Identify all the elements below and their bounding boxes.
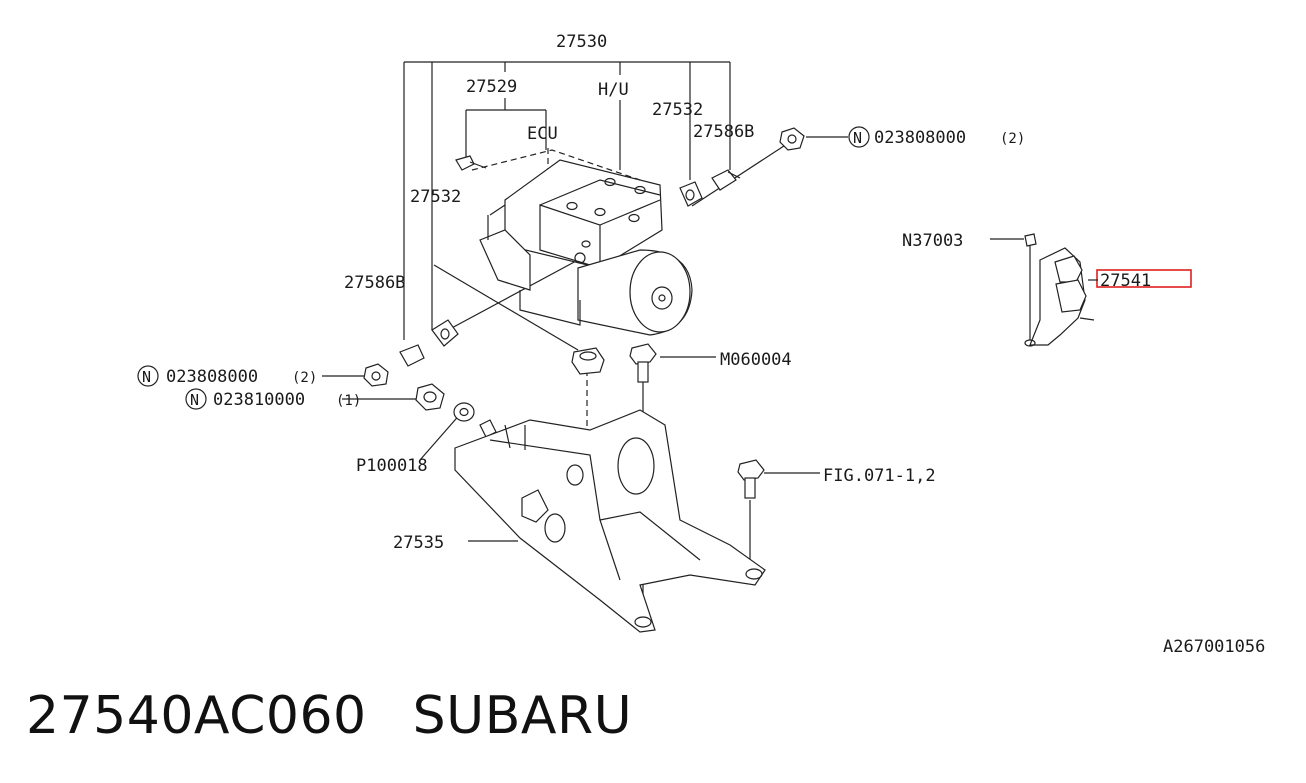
label-m060004[interactable]: M060004	[720, 350, 792, 370]
label-27530[interactable]: 27530	[556, 32, 607, 52]
label-hu[interactable]: H/U	[598, 80, 629, 100]
nut-qty: (1)	[336, 393, 361, 409]
bracket-27535[interactable]	[454, 409, 766, 633]
nut-label-left-lower[interactable]: N 023810000 (1)	[185, 388, 361, 410]
label-n37003[interactable]: N37003	[902, 231, 963, 251]
label-fig-071[interactable]: FIG.071-1,2	[823, 466, 936, 486]
caption: 27540AC060 SUBARU	[26, 686, 632, 746]
n-badge: N	[142, 368, 151, 386]
label-27541[interactable]: 27541	[1100, 271, 1151, 291]
label-p100018[interactable]: P100018	[356, 456, 428, 476]
n-badge: N	[853, 129, 862, 147]
label-27532-left[interactable]: 27532	[410, 187, 461, 207]
nut-qty: (2)	[292, 370, 317, 386]
nut-label-top-right[interactable]: N 023808000 (2)	[848, 126, 1025, 148]
label-27529[interactable]: 27529	[466, 77, 517, 97]
mount-bushing[interactable]	[571, 347, 605, 375]
hydraulic-unit[interactable]	[479, 159, 693, 336]
label-27586b-left[interactable]: 27586B	[344, 273, 405, 293]
highlight-box-27541	[1096, 269, 1192, 288]
nut-left[interactable]	[363, 363, 389, 387]
collar-27586b-top[interactable]	[711, 169, 741, 191]
nut-023810000[interactable]	[415, 383, 445, 411]
bolt-fig-071[interactable]	[737, 459, 765, 499]
label-27586b-top[interactable]: 27586B	[693, 122, 754, 142]
nut-top-right[interactable]	[779, 127, 805, 151]
label-27532-top[interactable]: 27532	[652, 100, 703, 120]
bolt-m060004[interactable]	[629, 343, 657, 383]
label-ecu[interactable]: ECU	[527, 124, 558, 144]
nut-part-number: 023808000	[166, 367, 258, 387]
grommet-27532-top[interactable]	[679, 181, 703, 207]
nut-part-number: 023808000	[874, 128, 966, 148]
caption-part-number: 27540AC060	[26, 686, 367, 746]
caption-brand: SUBARU	[412, 686, 633, 746]
nut-part-number: 023810000	[213, 390, 305, 410]
drawing-code: A267001056	[1163, 637, 1265, 657]
nut-label-left-upper[interactable]: N 023808000 (2)	[137, 365, 317, 387]
screw-27529[interactable]	[455, 155, 487, 171]
sensor-27541[interactable]	[1024, 233, 1095, 347]
collar-27586b-left[interactable]	[399, 344, 425, 367]
label-27535[interactable]: 27535	[393, 533, 444, 553]
grommet-27532-left[interactable]	[431, 319, 459, 347]
nut-qty: (2)	[1000, 131, 1025, 147]
washer-p100018[interactable]	[453, 402, 497, 438]
n-badge: N	[190, 391, 199, 409]
